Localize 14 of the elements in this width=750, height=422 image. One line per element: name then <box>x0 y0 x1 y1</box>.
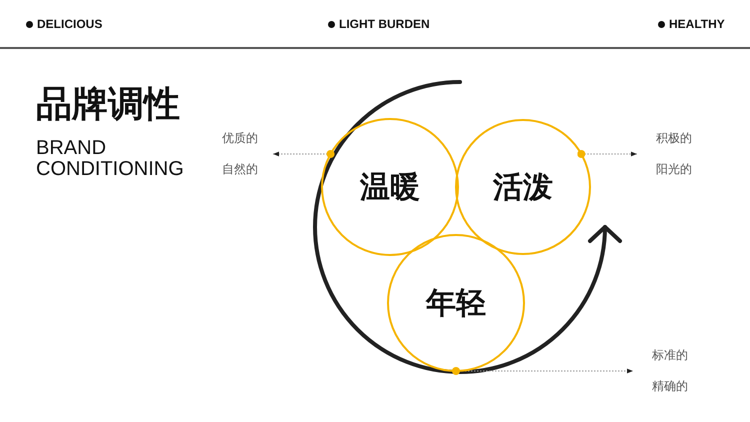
leader-arrow <box>272 150 335 158</box>
note-text: 积极的 阳光的 <box>637 130 697 178</box>
subtitle: BRAND CONDITIONING <box>36 138 185 180</box>
title: 品牌调性 <box>36 82 180 126</box>
note-text: 优质的 自然的 <box>222 130 273 178</box>
circle-node: 年轻 <box>386 233 526 373</box>
circle-node: 活泼 <box>454 118 592 256</box>
header-label: DELICIOUS <box>37 17 102 31</box>
header-label: LIGHT BURDEN <box>339 17 430 31</box>
leader-arrow <box>577 150 638 158</box>
leader-arrow <box>452 367 634 375</box>
header-label: HEALTHY <box>669 17 725 31</box>
note-text: 标准的 精确的 <box>633 347 693 395</box>
circle-node: 温暖 <box>320 117 460 257</box>
